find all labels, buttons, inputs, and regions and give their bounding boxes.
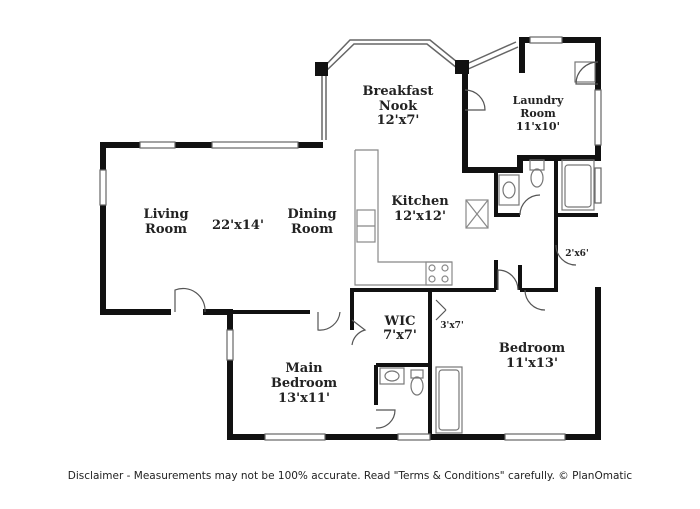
bath2-door — [519, 194, 541, 216]
doors — [174, 61, 599, 429]
disclaimer-text: Disclaimer - Measurements may not be 100… — [67, 470, 633, 482]
side-door — [575, 61, 599, 85]
wall-main-bed-left — [203, 309, 268, 440]
bath-door — [375, 409, 396, 429]
vanity-main — [379, 367, 405, 385]
nook-corner-left — [315, 62, 328, 76]
fridge — [465, 199, 489, 229]
main-bedroom-label-2: Bedroom — [271, 376, 338, 391]
wall-bath2-left — [494, 170, 520, 217]
nook-corner-right — [455, 60, 469, 74]
wall-laundry-right — [559, 37, 601, 161]
wic-door — [351, 319, 367, 346]
windows — [99, 36, 602, 441]
bedroom-label: Bedroom — [499, 341, 566, 356]
breakfast-nook-size: 12'x7' — [377, 113, 420, 128]
wall-hall — [520, 155, 598, 292]
laundry-door — [464, 89, 486, 111]
breakfast-nook-label: Breakfast — [363, 84, 434, 99]
bathtub — [435, 366, 463, 434]
toilet-main — [410, 369, 424, 379]
closet-3x7-size: 3'x7' — [440, 321, 463, 331]
laundry-label-2: Room — [520, 107, 556, 120]
bay-window — [320, 39, 519, 140]
laundry-label: Laundry — [513, 94, 564, 107]
interior-walls — [230, 155, 598, 437]
wall-wic-top — [350, 288, 496, 312]
kitchen-counter — [354, 149, 489, 286]
washer — [574, 61, 596, 83]
breakfast-nook-label-2: Nook — [379, 99, 418, 114]
kitchen-size: 12'x12' — [394, 209, 446, 224]
laundry-size: 11'x10' — [516, 120, 560, 133]
main-bed-door — [317, 311, 341, 331]
bedroom-size: 11'x13' — [506, 356, 558, 371]
wic-size: 7'x7' — [383, 328, 417, 343]
exterior-walls — [100, 37, 601, 440]
room-labels: Breakfast Nook 12'x7' Laundry Room 11'x1… — [143, 84, 588, 406]
bath-fixtures — [379, 61, 596, 434]
front-door — [174, 287, 206, 313]
wall-laundry-top — [519, 37, 533, 73]
stove — [425, 261, 453, 286]
bedroom-door — [497, 269, 519, 291]
wall-laundry-left — [462, 67, 601, 173]
dining-label-2: Room — [291, 222, 333, 237]
main-bedroom-size: 13'x11' — [278, 391, 330, 406]
tub-hall — [561, 159, 595, 211]
kitchen-label: Kitchen — [391, 194, 449, 209]
closet-door — [435, 299, 447, 321]
vanity-hall — [498, 174, 520, 206]
toilet-hall — [529, 159, 545, 171]
main-bedroom-label: Main — [285, 361, 323, 376]
closet2-door — [555, 244, 577, 266]
living-label-2: Room — [145, 222, 187, 237]
living-label: Living — [143, 207, 188, 222]
living-dining-size: 22'x14' — [212, 218, 264, 233]
hall-door — [524, 289, 546, 311]
floor-plan: Breakfast Nook 12'x7' Laundry Room 11'x1… — [99, 36, 602, 441]
closet-small-size: 2'x6' — [565, 249, 588, 259]
wic-label: WIC — [383, 314, 415, 329]
wall-closet-right — [494, 260, 522, 290]
dining-label: Dining — [287, 207, 336, 222]
